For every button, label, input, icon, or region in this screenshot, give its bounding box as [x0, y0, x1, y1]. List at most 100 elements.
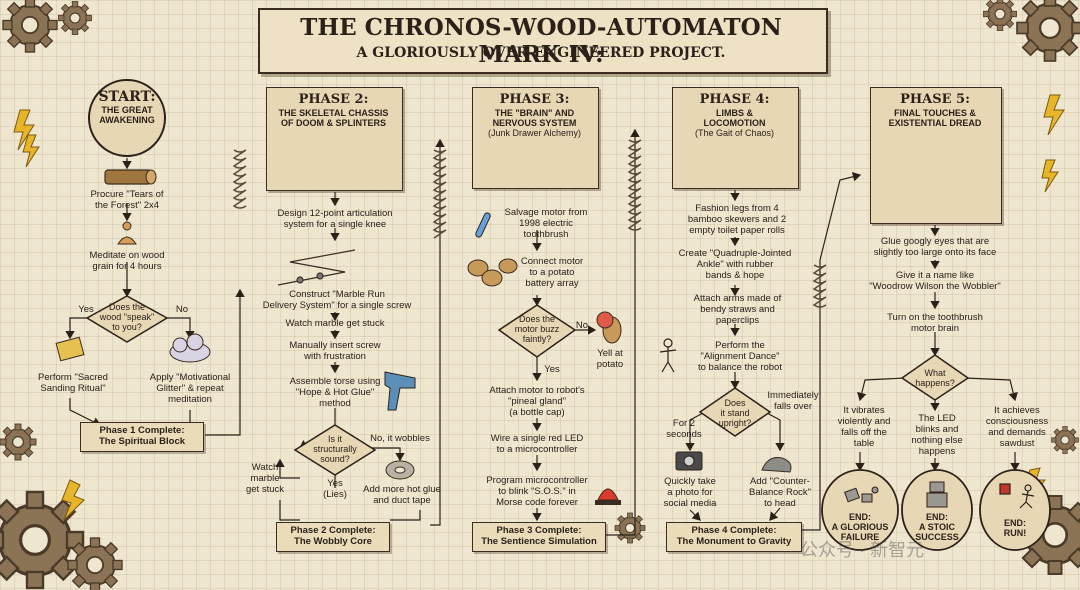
end-run: END:RUN! — [1003, 518, 1027, 538]
phase5-step2: Give it a name like"Woodrow Wilson the W… — [869, 270, 1001, 292]
watermark: 公众号 · 新智元 — [800, 540, 924, 560]
decision-diamond — [293, 424, 377, 476]
phase5-sub: FINAL TOUCHES &EXISTENTIAL DREAD — [888, 108, 982, 128]
camera-icon — [675, 451, 703, 471]
meditating-figure-icon — [117, 221, 137, 245]
gear-icon — [0, 423, 37, 461]
spring-icon — [432, 149, 447, 239]
start-node: START: THE GREAT AWAKENING — [90, 89, 164, 125]
glue-gun-icon — [384, 371, 416, 411]
phase3-title: PHASE 3: — [499, 92, 570, 107]
decision-diamond — [497, 304, 577, 358]
decision-diamond — [698, 387, 772, 437]
rock-icon — [761, 457, 792, 473]
phase4-complete: Phase 4 Complete:The Monument to Gravity — [666, 522, 802, 552]
stoic-robot-icon — [926, 481, 948, 508]
phase3-step3: Attach motor to robot's"pineal gland"(a … — [489, 385, 585, 418]
start-title: START: — [98, 89, 156, 105]
title-banner — [258, 8, 828, 74]
phase4-title: PHASE 4: — [699, 92, 770, 107]
phase4-right-action: Add "Counter-Balance Rock"to head — [749, 476, 811, 509]
phase2-title: PHASE 2: — [298, 92, 369, 107]
phase4-step4: Perform the"Alignment Dance"to balance t… — [698, 340, 782, 373]
phase1-complete: Phase 1 Complete:The Spiritual Block — [80, 422, 204, 452]
start-sub-1: THE GREAT — [101, 105, 153, 115]
gear-icon — [982, 0, 1018, 32]
phase1-no-label: No — [175, 304, 189, 315]
duct-tape-icon — [385, 460, 415, 480]
broken-robot-icon — [844, 486, 879, 503]
lightning-bolt-icon — [13, 109, 35, 151]
angry-face-icon — [596, 311, 614, 329]
toothbrush-icon — [475, 212, 491, 238]
lightning-bolt-icon — [61, 479, 85, 521]
decision-diamond — [85, 295, 169, 343]
phase3-header — [472, 87, 599, 189]
decision-diamond — [900, 354, 970, 401]
gear-icon — [614, 512, 646, 544]
siren-light-icon — [595, 488, 621, 505]
lightning-bolt-icon — [1041, 159, 1059, 193]
phase3-complete: Phase 3 Complete:The Sentience Simulatio… — [472, 522, 606, 552]
phase2-complete: Phase 2 Complete:The Wobbly Core — [276, 522, 390, 552]
phase5-header — [870, 87, 1002, 224]
gear-icon — [67, 537, 123, 590]
phase3-yes-label: Yes — [544, 364, 560, 375]
running-robot-icon — [999, 483, 1035, 509]
spring-icon — [627, 139, 642, 231]
lightning-bolt-icon — [1043, 94, 1065, 136]
marble-run-icon — [277, 249, 356, 286]
phase3-no-label: No — [575, 320, 589, 331]
potato-icon — [467, 258, 518, 287]
phase4-sub: LIMBS &LOCOMOTION (The Gait of Chaos) — [694, 108, 775, 138]
phase2-step3: Watch marble get stuck — [285, 318, 385, 329]
gear-icon — [2, 0, 58, 53]
phase2-yes-label: Yes(Lies) — [323, 478, 347, 500]
phase2-step5: Assemble torse using"Hope & Hot Glue"met… — [289, 376, 381, 409]
main-subtitle: A GLORIOUSLY OVER-ENGINEERED PROJECT. — [356, 45, 726, 61]
dancing-figure-icon — [659, 338, 677, 373]
phase1-yes-label: Yes — [78, 304, 94, 315]
phase2-header — [266, 87, 403, 191]
sandpaper-icon — [55, 336, 85, 362]
phase5-title: PHASE 5: — [900, 92, 970, 107]
spring-icon — [232, 149, 247, 209]
lightning-bolt-icon — [22, 134, 40, 168]
glitter-cloud-icon — [169, 333, 211, 363]
gear-icon — [1051, 426, 1079, 454]
